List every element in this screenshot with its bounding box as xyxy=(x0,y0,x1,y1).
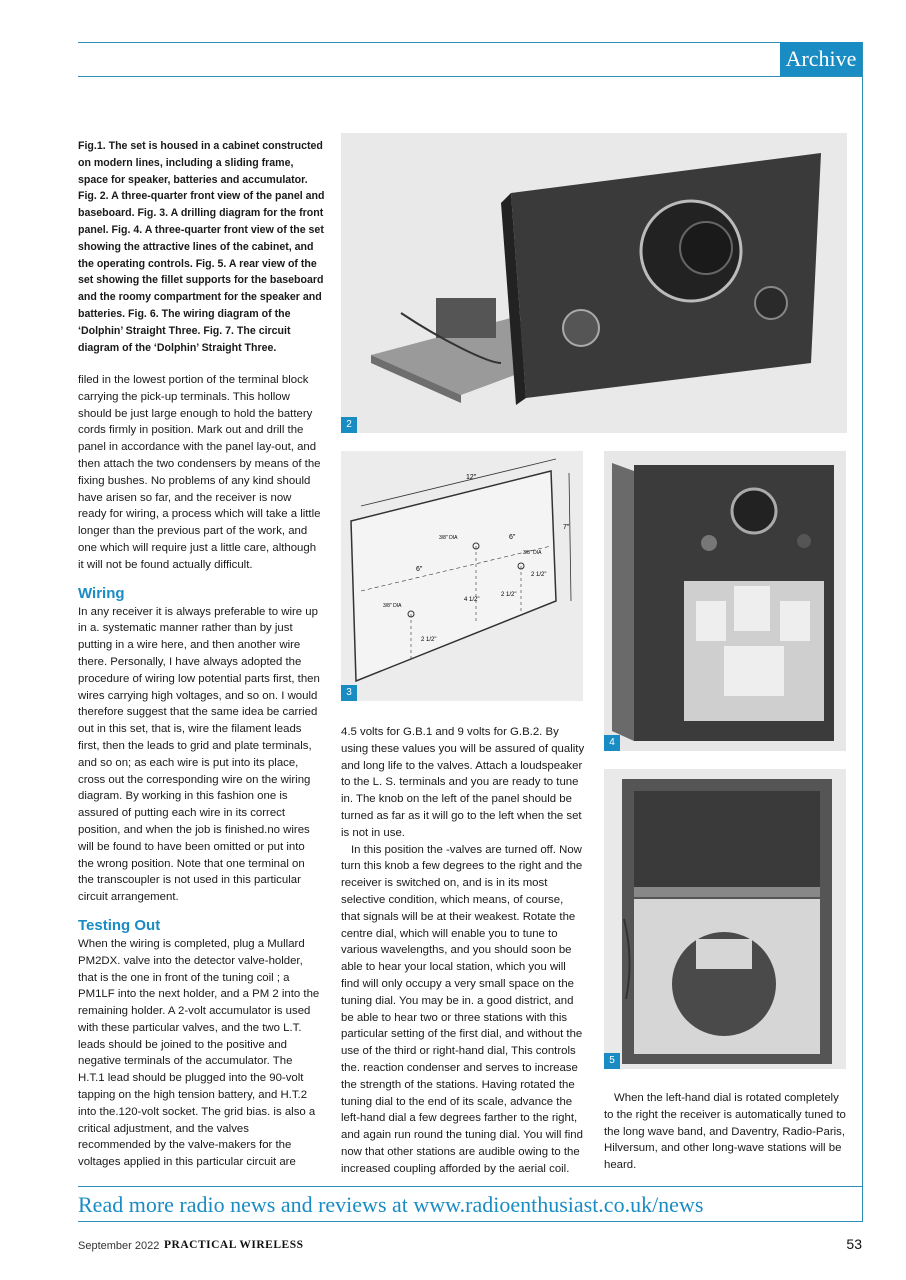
intro-paragraph: filed in the lowest portion of the termi… xyxy=(78,374,321,571)
figure-5-illustration xyxy=(622,779,832,1064)
grille-block-4 xyxy=(724,646,784,696)
wiring-heading: Wiring xyxy=(78,584,125,602)
label-m6: 4 1/2" xyxy=(464,597,479,603)
cabinet-side xyxy=(612,463,634,741)
label-m1: 2 1/2" xyxy=(531,572,546,578)
wiring-paragraph: In any receiver it is always preferable … xyxy=(78,605,320,904)
upper-compartment xyxy=(634,791,820,891)
col2-paragraph-1: 4.5 volts for G.B.1 and 9 volts for G.B.… xyxy=(341,726,585,839)
figure-caption: Fig.1. The set is housed in a cabinet co… xyxy=(78,140,325,354)
dim-line-right xyxy=(568,472,572,602)
figure-4-illustration xyxy=(612,463,834,741)
header-rule-top xyxy=(78,42,862,43)
battery-lead xyxy=(623,918,631,1000)
cabinet-dial xyxy=(730,487,778,535)
cabinet-left-knob xyxy=(701,535,717,551)
label-dia3: 3/8" DIA xyxy=(383,603,402,609)
tuning-dial-knob xyxy=(679,221,733,275)
figure-5-number: 5 xyxy=(604,1053,620,1069)
column-1: filed in the lowest portion of the termi… xyxy=(78,372,322,1171)
valve-holder xyxy=(436,298,496,338)
section-tag: Archive xyxy=(780,42,862,76)
testing-paragraph: When the wiring is completed, plug a Mul… xyxy=(78,937,320,1169)
testing-heading: Testing Out xyxy=(78,916,161,934)
grille-block-2 xyxy=(734,586,770,631)
right-knob xyxy=(754,286,788,320)
figure-3-illustration: 12" 7" 6" 6" 3/8" DIA 3/8" DIA 3/8" DIA … xyxy=(350,458,572,683)
figure-2-number: 2 xyxy=(341,417,357,433)
label-m3: 2 1/2" xyxy=(421,637,436,643)
magazine-name: PRACTICAL WIRELESS xyxy=(164,1239,304,1251)
figure-2-illustration xyxy=(371,153,821,405)
label-height: 7" xyxy=(563,524,570,531)
label-dia1: 3/8" DIA xyxy=(439,535,458,541)
figure-4-photo: 4 xyxy=(604,451,846,751)
label-dia2: 3/8" DIA xyxy=(523,550,542,556)
center-line xyxy=(360,545,552,592)
figure-2-photo: 2 xyxy=(341,133,847,433)
baseboard-shelf xyxy=(634,887,820,897)
column-3: When the left-hand dial is rotated compl… xyxy=(604,1090,848,1174)
figure-5-photo: 5 xyxy=(604,769,846,1069)
grille-block-1 xyxy=(696,601,726,641)
baseboard-edge xyxy=(371,355,461,403)
figure-3-number: 3 xyxy=(341,685,357,701)
footer-rule-bottom xyxy=(78,1221,862,1222)
label-width: 12" xyxy=(466,474,477,481)
dim-line-top xyxy=(360,458,557,507)
label-d2: 6" xyxy=(416,566,423,573)
panel-edge xyxy=(501,193,526,405)
panel-outline xyxy=(350,470,557,683)
col3-paragraph-1: When the left-hand dial is rotated compl… xyxy=(604,1092,846,1172)
footer-rule-top xyxy=(78,1186,862,1187)
grille-block-3 xyxy=(780,601,810,641)
cabinet-right-knob xyxy=(797,534,811,548)
left-knob xyxy=(562,309,600,347)
label-m2: 2 1/2" xyxy=(501,592,516,598)
speaker-bracket xyxy=(696,939,752,969)
read-more-link[interactable]: Read more radio news and reviews at www.… xyxy=(78,1192,704,1217)
figure-3-diagram: 12" 7" 6" 6" 3/8" DIA 3/8" DIA 3/8" DIA … xyxy=(341,451,583,701)
label-d1: 6" xyxy=(509,534,516,541)
issue-date: September 2022 xyxy=(78,1240,160,1252)
wire xyxy=(400,312,502,364)
column-2: 4.5 volts for G.B.1 and 9 volts for G.B.… xyxy=(341,724,585,1178)
page-number: 53 xyxy=(846,1236,862,1252)
right-margin-rule xyxy=(862,42,863,1222)
figure-4-number: 4 xyxy=(604,735,620,751)
header-rule-bottom xyxy=(78,76,862,77)
col2-paragraph-2: In this position the -valves are turned … xyxy=(341,843,583,1175)
